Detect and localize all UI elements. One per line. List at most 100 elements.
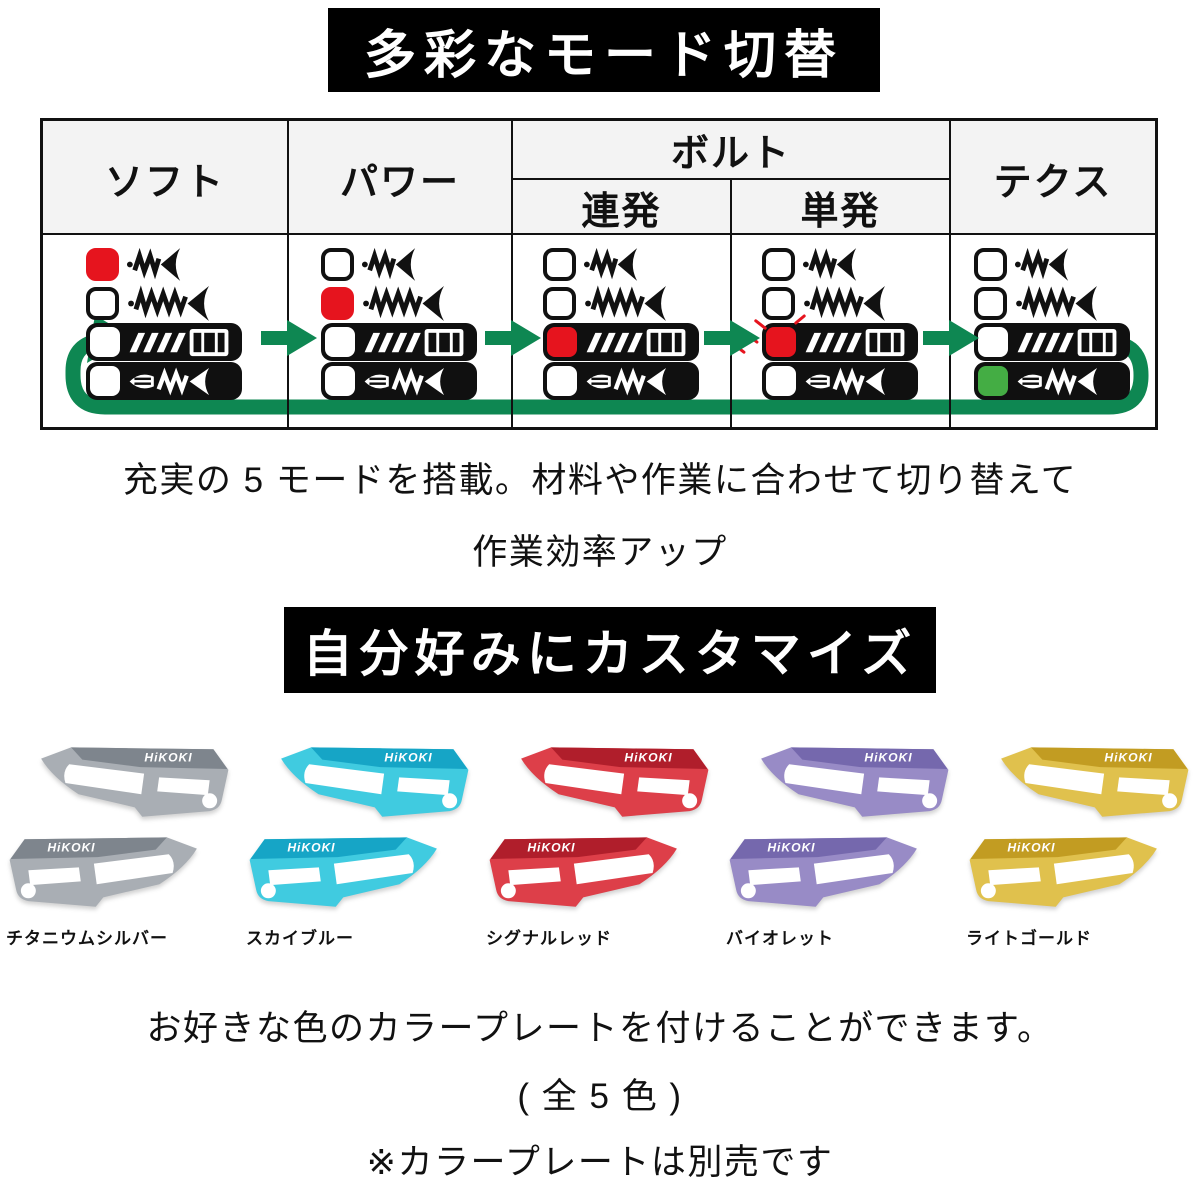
- mode-row-long-screw: [321, 285, 479, 321]
- bolt-pill: [542, 323, 699, 361]
- tex-screw-icon: [581, 366, 691, 397]
- bolt-icon: [805, 328, 904, 356]
- tex-screw-icon: [359, 366, 469, 397]
- indicator-wrap blink-marks-icon: [765, 327, 796, 357]
- indicator-wrap: [978, 327, 1008, 357]
- brand-logo: HiKOKI: [527, 840, 575, 854]
- header-tex: テクス: [993, 161, 1113, 204]
- plate-group-titanium-silver: HiKOKI HiKOKI チタニウムシルバー: [4, 736, 236, 951]
- brand-logo: HiKOKI: [1007, 840, 1055, 854]
- bolt-pill: [86, 323, 242, 361]
- long-screw-icon: [802, 285, 890, 322]
- mode-row-tex-screw: [86, 362, 244, 400]
- mode-indicator: [90, 327, 120, 357]
- mode-table-header: ソフト パワー ボルト 連発 単発 テクス: [43, 121, 1155, 235]
- mode-row-bolt: [761, 323, 920, 361]
- bolt-icon: [364, 328, 464, 356]
- mode-row-bolt: [321, 323, 479, 361]
- brand-logo: HiKOKI: [384, 750, 432, 764]
- tex-pill: [321, 362, 477, 400]
- brand-logo: HiKOKI: [624, 750, 672, 764]
- tex-pill: [542, 362, 699, 400]
- plates-caption-line3: ※カラープレートは別売です: [366, 1143, 834, 1181]
- mode-caption-line2: 作業効率アップ: [472, 533, 728, 572]
- plate-group-violet: HiKOKI HiKOKI バイオレット: [724, 736, 956, 951]
- plates-caption-line1: お好きな色のカラープレートを付けることができます。: [146, 1009, 1054, 1048]
- indicator-wrap: [86, 286, 119, 320]
- plate-group-sky-blue: HiKOKI HiKOKI スカイブルー: [244, 736, 476, 951]
- mode-row-short-screw: [542, 246, 701, 283]
- mode-cell-tex: [951, 235, 1155, 430]
- bolt-pill: [321, 323, 477, 361]
- brand-logo: HiKOKI: [47, 840, 95, 854]
- indicator-wrap: [974, 286, 1007, 320]
- mode-row-long-screw: [542, 285, 701, 321]
- indicator-wrap: [761, 286, 795, 320]
- mode-indicator: [546, 366, 577, 396]
- bolt-pill: [761, 323, 918, 361]
- color-plate-icon-mirrored: HiKOKI: [9, 837, 197, 907]
- indicator-wrap: [86, 247, 119, 281]
- color-plate-icon-mirrored: HiKOKI: [729, 837, 917, 907]
- mode-table-body: [43, 235, 1155, 430]
- plate-color-label: シグナルレッド: [486, 929, 612, 948]
- color-plate-gallery: HiKOKI HiKOKI チタニウムシルバー HiKOKI HiKOKI スカ…: [4, 736, 1196, 951]
- mode-row-bolt: [974, 323, 1132, 361]
- indicator-wrap: [325, 366, 355, 396]
- mode-cell-bolt-tanpatsu: [732, 235, 951, 430]
- section-banner-customize: 自分好みにカスタマイズ: [284, 607, 936, 693]
- mode-row-long-screw: [974, 285, 1132, 321]
- header-bolt-group: ボルト 連発 単発: [513, 121, 951, 235]
- mode-cells: [43, 235, 1155, 430]
- indicator-wrap: [546, 366, 577, 396]
- short-screw-icon: [361, 246, 419, 283]
- color-plate-icon: HiKOKI: [41, 747, 229, 817]
- tex-pill: [974, 362, 1130, 400]
- bolt-icon: [129, 328, 229, 356]
- mode-indicator: [761, 286, 795, 320]
- mode-row-tex-screw: [321, 362, 479, 400]
- brand-logo: HiKOKI: [864, 750, 912, 764]
- mode-cell-soft: [43, 235, 289, 430]
- indicator-wrap: [90, 327, 120, 357]
- tex-screw-icon: [800, 366, 910, 397]
- bolt-pill: [974, 323, 1130, 361]
- long-screw-icon: [1014, 285, 1102, 322]
- brand-logo: HiKOKI: [767, 840, 815, 854]
- bolt-icon: [586, 328, 685, 356]
- short-screw-icon: [583, 246, 641, 283]
- brand-logo: HiKOKI: [144, 750, 192, 764]
- mode-cell-power: [289, 235, 513, 430]
- mode-row-bolt: [86, 323, 244, 361]
- mode-indicator: [761, 247, 795, 281]
- color-plate-icon: HiKOKI: [281, 747, 469, 817]
- indicator-wrap: [765, 366, 796, 396]
- long-screw-icon: [126, 285, 214, 322]
- indicator-wrap: [978, 366, 1008, 396]
- mode-row-short-screw: [761, 246, 920, 282]
- header-renpatsu: 連発: [513, 180, 732, 235]
- short-screw-icon: [1014, 246, 1072, 283]
- plate-color-label: チタニウムシルバー: [6, 929, 168, 948]
- mode-indicator: [978, 327, 1008, 357]
- header-power: パワー: [289, 121, 513, 235]
- indicator-wrap: [542, 247, 576, 281]
- mode-indicator: [86, 247, 119, 281]
- header-soft: ソフト: [43, 121, 289, 235]
- color-plate-icon: HiKOKI: [1001, 747, 1189, 817]
- mode-row-long-screw: [761, 285, 920, 322]
- mode-row-short-screw: [321, 246, 479, 282]
- indicator-wrap: [761, 247, 795, 281]
- tex-pill: [761, 362, 918, 400]
- indicator-wrap: [974, 247, 1007, 281]
- color-plate-icon: HiKOKI: [761, 747, 949, 817]
- mode-indicator: [325, 366, 355, 396]
- mode-table: ソフト パワー ボルト 連発 単発 テクス: [40, 118, 1158, 430]
- mode-row-bolt: [542, 323, 701, 361]
- mode-row-long-screw: [86, 285, 244, 321]
- plate-group-light-gold: HiKOKI HiKOKI ライトゴールド: [964, 736, 1196, 951]
- plate-group-signal-red: HiKOKI HiKOKI シグナルレッド: [484, 736, 716, 951]
- mode-indicator: [978, 366, 1008, 396]
- plate-color-label: スカイブルー: [246, 929, 354, 948]
